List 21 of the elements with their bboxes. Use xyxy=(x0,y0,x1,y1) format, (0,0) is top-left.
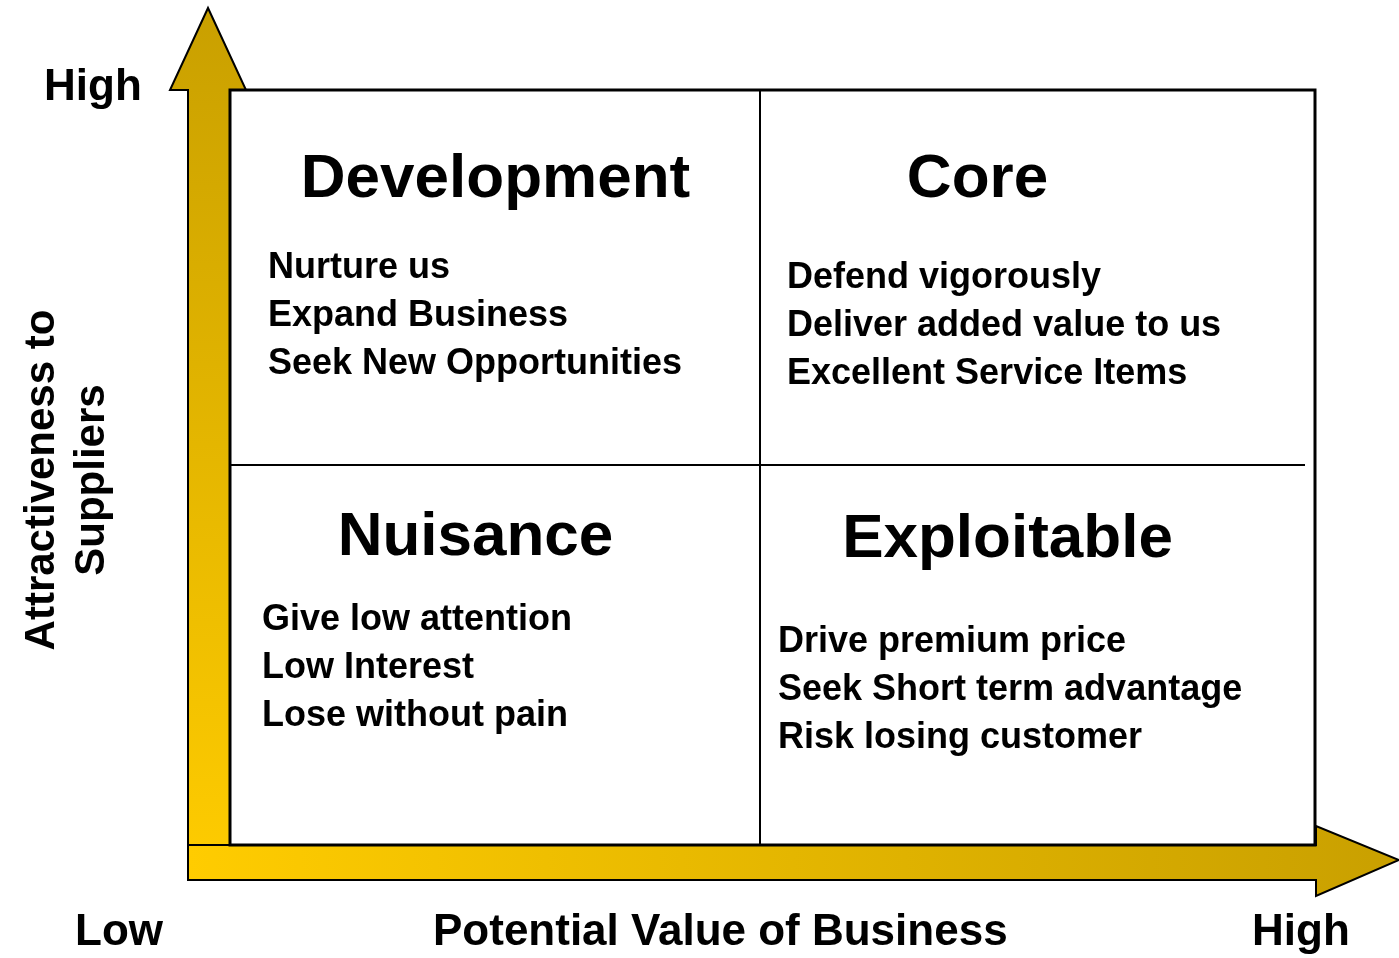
quadrant-item: Nurture us xyxy=(268,244,451,288)
quadrant-item: Seek New Opportunities xyxy=(268,340,683,384)
quadrant-title: Exploitable xyxy=(841,500,1174,571)
quadrant-item: Seek Short term advantage xyxy=(778,666,1243,710)
quadrant-title: Development xyxy=(299,140,692,211)
quadrant-item: Give low attention xyxy=(262,596,573,640)
x-axis-title: Potential Value of Business xyxy=(433,905,1008,955)
quadrant-item: Low Interest xyxy=(262,644,475,688)
quadrant-item: Expand Business xyxy=(268,292,569,336)
y-axis-title: Attractiveness to Suppliers xyxy=(15,308,114,653)
quadrant-item: Defend vigorously xyxy=(787,254,1102,298)
quadrant-item: Deliver added value to us xyxy=(787,302,1222,346)
quadrant-item: Drive premium price xyxy=(778,618,1127,662)
quadrant-title: Nuisance xyxy=(336,498,615,569)
quadrant-item: Excellent Service Items xyxy=(787,350,1188,394)
quadrant-title: Core xyxy=(905,140,1050,211)
axis-high-label: High xyxy=(44,60,142,110)
axis-low-label: Low xyxy=(75,905,163,955)
axis-high-label: High xyxy=(1252,905,1350,955)
quadrant-item: Risk losing customer xyxy=(778,714,1143,758)
quadrant-item: Lose without pain xyxy=(262,692,568,736)
